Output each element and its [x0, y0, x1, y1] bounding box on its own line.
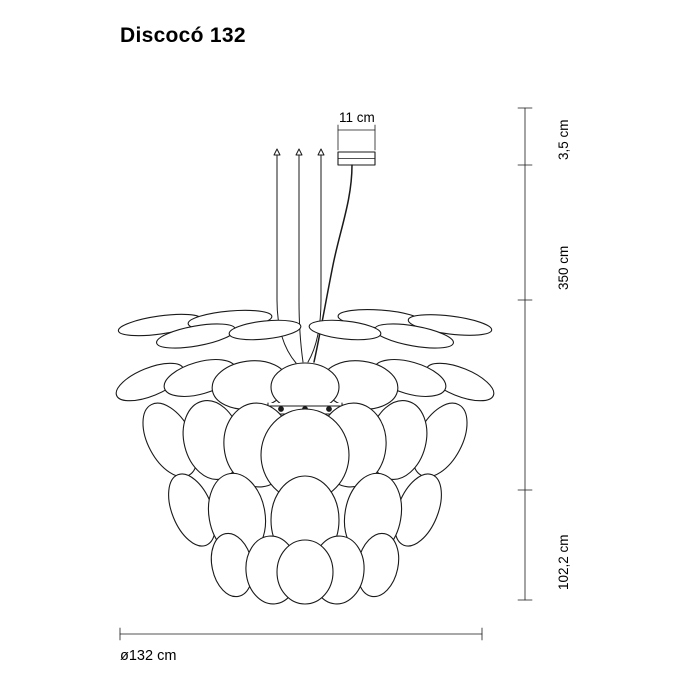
canopy-width-dimension — [337, 124, 376, 151]
suspension-length-label: 350 cm — [556, 245, 571, 290]
right-dimension-lines — [517, 107, 533, 601]
canopy-width-label: 11 cm — [339, 110, 375, 125]
disc-row-top — [117, 309, 493, 349]
diameter-label: ø132 cm — [120, 648, 177, 664]
page-title: Discocó 132 — [120, 24, 246, 47]
shade-height-label: 102,2 cm — [556, 534, 571, 590]
diameter-dimension-line — [119, 627, 483, 641]
disc-row-third — [142, 400, 468, 502]
ceiling-canopy — [337, 151, 376, 166]
canopy-height-label: 3,5 cm — [556, 119, 571, 160]
disc-row-bottom — [210, 532, 400, 605]
disc-shade-assembly — [115, 309, 495, 605]
